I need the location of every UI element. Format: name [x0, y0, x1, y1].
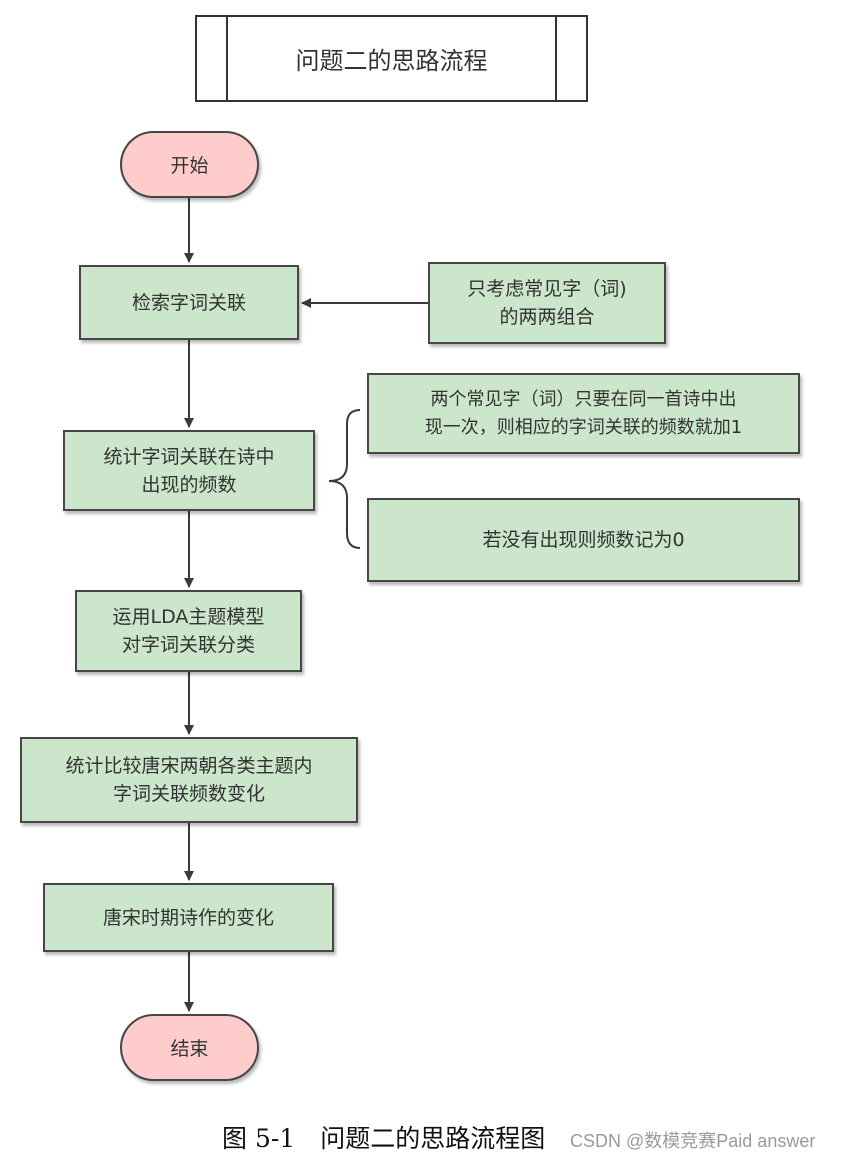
step-poetry-change: 唐宋时期诗作的变化	[43, 883, 334, 952]
start-node: 开始	[120, 131, 259, 198]
diagram-title-box: 问题二的思路流程	[195, 15, 588, 102]
note-line-1: 若没有出现则频数记为0	[482, 529, 685, 551]
note-line-2: 现一次，则相应的字词关联的频数就加1	[424, 416, 743, 438]
step-label-line-1: 统计比较唐宋两朝各类主题内	[65, 755, 313, 777]
note-line-2: 的两两组合	[499, 306, 595, 328]
step-label-line-1: 运用LDA主题模型	[112, 606, 265, 628]
step-compare-dynasties: 统计比较唐宋两朝各类主题内 字词关联频数变化	[20, 737, 358, 823]
step-label-line-2: 字词关联频数变化	[112, 783, 265, 805]
step-label: 唐宋时期诗作的变化	[102, 906, 274, 929]
step-label: 检索字词关联	[131, 291, 246, 314]
step-lda-classify: 运用LDA主题模型 对字词关联分类	[75, 590, 302, 672]
figure-caption: 图 5-1 问题二的思路流程图	[222, 1124, 546, 1153]
step-retrieve-associations: 检索字词关联	[79, 265, 299, 340]
end-label: 结束	[170, 1038, 209, 1060]
step-label-line-1: 统计字词关联在诗中	[103, 445, 275, 468]
step-label-line-2: 对字词关联分类	[121, 634, 255, 656]
title-right-bar	[555, 17, 557, 100]
note-common-word-pairs: 只考虑常见字（词) 的两两组合	[428, 262, 666, 344]
step-count-frequency: 统计字词关联在诗中 出现的频数	[63, 430, 315, 511]
start-label: 开始	[170, 155, 209, 177]
note-occurrence-rule: 两个常见字（词）只要在同一首诗中出 现一次，则相应的字词关联的频数就加1	[367, 373, 800, 454]
end-node: 结束	[120, 1014, 259, 1081]
watermark: CSDN @数模竞赛Paid answer	[570, 1131, 816, 1151]
curly-brace	[328, 409, 361, 549]
step-label-line-2: 出现的频数	[141, 473, 237, 496]
title-left-bar	[226, 17, 228, 100]
figure-caption-area: 图 5-1 问题二的思路流程图 CSDN @数模竞赛Paid answer	[0, 1117, 842, 1157]
diagram-title: 问题二的思路流程	[295, 47, 488, 75]
note-line-1: 两个常见字（词）只要在同一首诗中出	[430, 388, 737, 410]
note-line-1: 只考虑常见字（词)	[467, 278, 627, 300]
note-zero-rule: 若没有出现则频数记为0	[367, 498, 800, 582]
